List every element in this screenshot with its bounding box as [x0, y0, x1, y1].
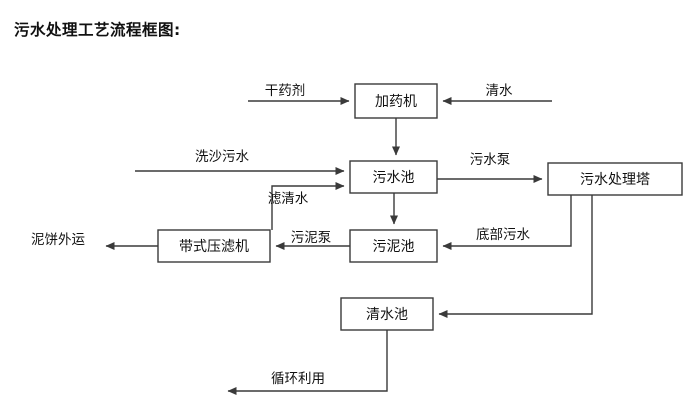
node-sewage-pool[interactable]: 污水池: [349, 160, 438, 194]
node-clear-water-pool[interactable]: 清水池: [340, 297, 434, 331]
node-belt-filter-press[interactable]: 带式压滤机: [157, 229, 271, 263]
node-label-belt-filter-press: 带式压滤机: [179, 239, 249, 255]
node-label-sludge-pool: 污泥池: [373, 239, 415, 255]
edge-label-bottom-sewage: 底部污水: [476, 227, 530, 243]
node-label-treatment-tower: 污水处理塔: [580, 172, 650, 188]
edge-label-mud-cake-out: 泥饼外运: [31, 232, 85, 248]
node-label-sewage-pool: 污水池: [373, 170, 415, 186]
node-treatment-tower[interactable]: 污水处理塔: [547, 162, 683, 196]
edge-filtered-water-to-sewage-pool: [271, 182, 345, 230]
edge-clear-water-pool-to-recycle: [227, 330, 388, 395]
edge-label-sewage-pump: 污水泵: [470, 152, 511, 168]
edge-treatment-tower-to-sludge-pool: [442, 195, 572, 250]
edge-label-sludge-pump: 污泥泵: [291, 230, 332, 246]
node-sludge-pool[interactable]: 污泥池: [349, 229, 438, 263]
edge-label-recycle-reuse: 循环利用: [271, 371, 325, 387]
node-label-dosing-machine: 加药机: [375, 94, 417, 110]
edge-label-clean-water-in: 清水: [486, 83, 514, 99]
edge-label-filtered-water: 滤清水: [268, 191, 309, 207]
edge-label-dry-chemical: 干药剂: [265, 83, 306, 99]
page-title: 污水处理工艺流程框图:: [14, 21, 181, 39]
node-dosing-machine[interactable]: 加药机: [354, 83, 438, 119]
node-label-clear-water-pool: 清水池: [366, 307, 408, 323]
edge-label-sand-wash-sewage: 洗沙污水: [195, 149, 249, 165]
edge-treatment-tower-to-clear-water-pool: [438, 195, 593, 318]
